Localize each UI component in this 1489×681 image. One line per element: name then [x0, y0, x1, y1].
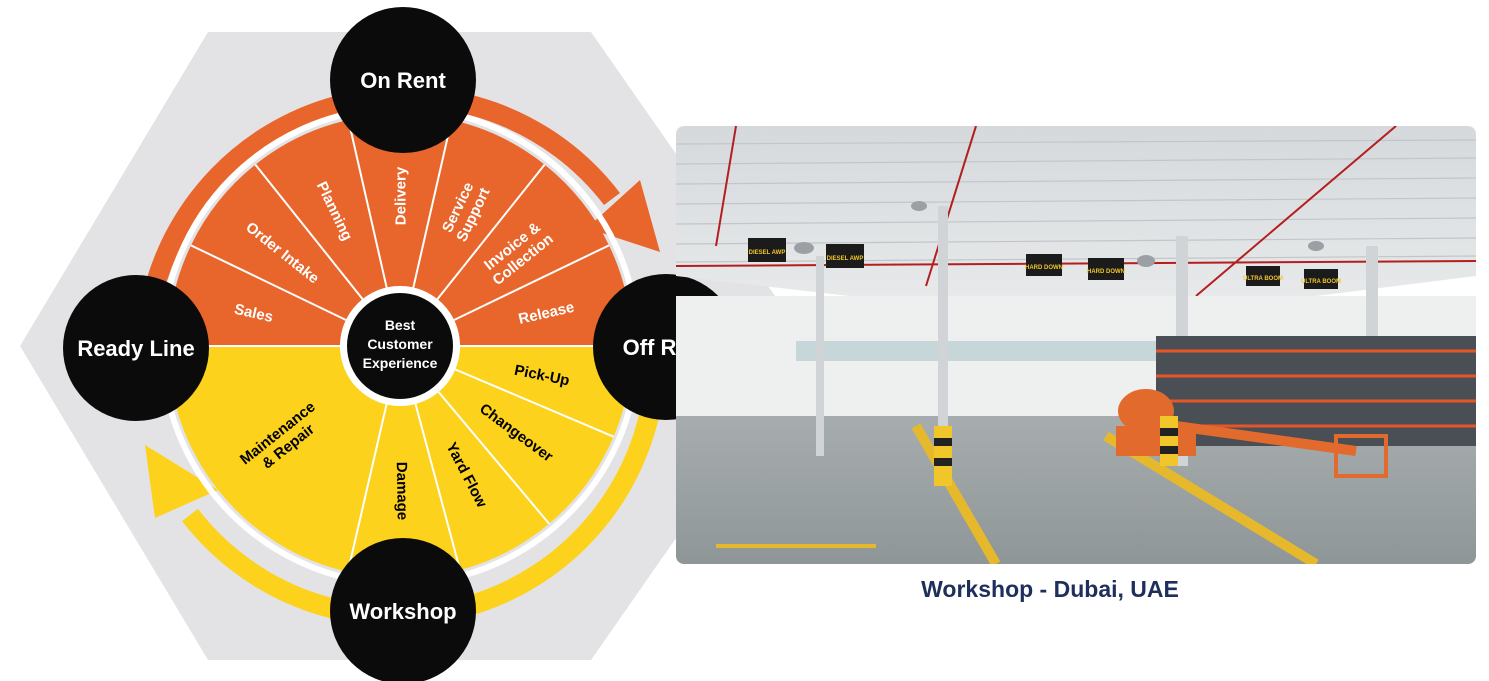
- windows: [796, 341, 1216, 361]
- floor-lane-markings: [716, 423, 1319, 564]
- orange-segment: [190, 164, 363, 320]
- yellow-segment-label-text: Damage: [393, 462, 411, 521]
- orange-segment: [413, 119, 545, 300]
- safety-bollards: [934, 416, 1178, 486]
- bay-sign-1: DIESEL AWP: [749, 250, 786, 256]
- yellow-segment: [347, 403, 461, 579]
- bay-signs: DIESEL AWP DIESEL AWP HARD DOWN HARD DOW…: [748, 238, 1341, 289]
- stage-ready-line: Ready Line: [63, 275, 209, 421]
- segment-divider: [437, 391, 550, 525]
- segment-divider: [254, 163, 364, 300]
- orange-segments: [168, 114, 632, 346]
- photo-caption: Workshop - Dubai, UAE: [921, 576, 1179, 602]
- yellow-segments: [168, 346, 632, 579]
- roof-purlins: [676, 139, 1476, 263]
- workshop-photo: DIESEL AWP DIESEL AWP HARD DOWN HARD DOW…: [676, 126, 1476, 564]
- center-circle: [347, 293, 453, 399]
- segment-divider: [414, 403, 462, 571]
- segment-divider: [453, 244, 610, 321]
- segment-divider: [454, 368, 614, 438]
- orange-segment: [437, 164, 610, 320]
- orange-segment: [454, 245, 632, 346]
- center-line-2: Customer: [367, 336, 433, 352]
- segment-divider: [436, 163, 546, 300]
- yellow-segment: [438, 369, 614, 524]
- bay-sign-3: HARD DOWN: [1025, 265, 1063, 271]
- orange-segment-label: Delivery: [392, 166, 409, 225]
- orange-segment: [168, 245, 346, 346]
- stage-on-rent: On Rent: [330, 7, 476, 153]
- ceiling: [676, 126, 1476, 306]
- stage-on-rent-label: On Rent: [360, 68, 446, 93]
- bay-sign-4: HARD DOWN: [1087, 269, 1125, 275]
- segment-divider: [346, 404, 388, 573]
- bay-sign-2: DIESEL AWP: [827, 256, 864, 262]
- yellow-segment-label: Damage: [393, 462, 411, 521]
- stage-ready-line-label: Ready Line: [77, 336, 194, 361]
- stage-workshop-label: Workshop: [349, 599, 456, 624]
- yellow-segment: [455, 346, 632, 437]
- orange-segment-label-text: Delivery: [392, 166, 409, 225]
- ceiling-lights: [794, 201, 1324, 267]
- segment-divider: [190, 244, 347, 321]
- stage-workshop: Workshop: [330, 538, 476, 681]
- bay-sign-5: ULTRA BOOM: [1243, 276, 1283, 282]
- yellow-segment: [168, 346, 387, 573]
- orange-segment: [348, 114, 452, 288]
- segment-divider: [412, 119, 453, 288]
- center-line-1: Best: [385, 317, 416, 333]
- sprinkler-pipes: [676, 126, 1476, 297]
- center-line-3: Experience: [363, 355, 438, 371]
- segment-divider: [347, 119, 388, 288]
- floor: [676, 416, 1476, 564]
- boom-lift: [1116, 389, 1388, 478]
- orange-segment: [255, 119, 387, 300]
- bay-sign-6: ULTRA BOOM: [1301, 279, 1341, 285]
